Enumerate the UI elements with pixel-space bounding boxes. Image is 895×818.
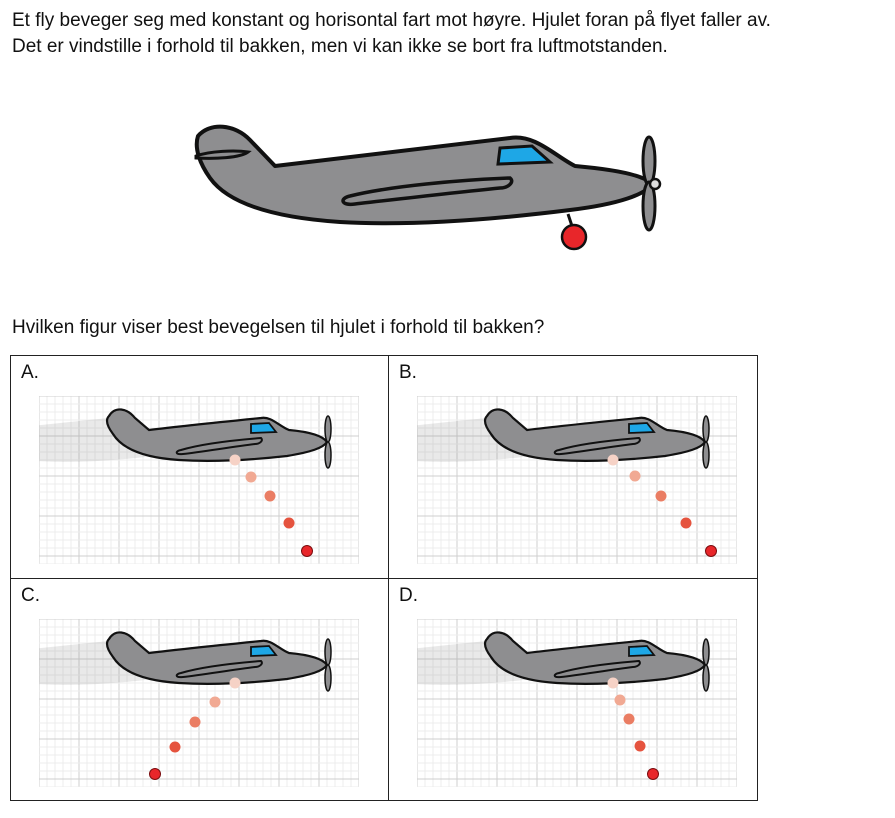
propeller-lower-blade bbox=[324, 441, 332, 469]
plane bbox=[105, 631, 332, 692]
wheel-position-dot bbox=[629, 470, 641, 482]
option-b-cell[interactable]: B. bbox=[389, 356, 766, 578]
front-wheel bbox=[560, 223, 588, 251]
option-c-label: C. bbox=[21, 585, 40, 606]
plane-fuselage bbox=[105, 408, 329, 462]
option-d-cell[interactable]: D. bbox=[389, 579, 766, 801]
plane-window bbox=[628, 645, 656, 657]
wheel-position-dot bbox=[647, 768, 659, 780]
wheel-position-dot bbox=[655, 490, 667, 502]
option-a-label: A. bbox=[21, 362, 39, 383]
plane-wing bbox=[175, 436, 263, 456]
answer-options-table: A. B. C. D. bbox=[10, 355, 758, 801]
plane-wing bbox=[553, 436, 641, 456]
wheel-position-dot bbox=[680, 517, 692, 529]
option-d-figure bbox=[417, 619, 737, 787]
propeller-upper-blade bbox=[641, 135, 657, 187]
plane-window bbox=[250, 645, 278, 657]
wheel-position-dot bbox=[634, 740, 646, 752]
plane-window bbox=[250, 422, 278, 434]
plane-window bbox=[628, 422, 656, 434]
option-c-cell[interactable]: C. bbox=[11, 579, 388, 801]
plane-fuselage bbox=[483, 631, 707, 685]
wheel-position-dot bbox=[229, 454, 241, 466]
wheel-position-dot bbox=[245, 471, 257, 483]
plane-fuselage bbox=[105, 631, 329, 685]
propeller-lower-blade bbox=[702, 441, 710, 469]
plane-wing bbox=[553, 659, 641, 679]
plane bbox=[483, 408, 710, 469]
option-a-figure bbox=[39, 396, 359, 564]
option-b-figure bbox=[417, 396, 737, 564]
propeller-upper-blade bbox=[324, 638, 332, 666]
option-c-figure bbox=[39, 619, 359, 787]
propeller-lower-blade bbox=[641, 180, 657, 232]
wheel-position-dot bbox=[209, 696, 221, 708]
propeller-lower-blade bbox=[324, 664, 332, 692]
wheel-strut bbox=[566, 213, 574, 227]
plane-window bbox=[496, 144, 554, 166]
plane bbox=[105, 408, 332, 469]
intro-line-1: Et fly beveger seg med konstant og horis… bbox=[12, 10, 771, 31]
propeller-upper-blade bbox=[702, 638, 710, 666]
question-text: Hvilken figur viser best bevegelsen til … bbox=[12, 317, 545, 338]
wheel-position-dot bbox=[229, 677, 241, 689]
wheel-position-dot bbox=[705, 545, 717, 557]
table-divider-horizontal bbox=[11, 578, 757, 579]
wheel-position-dot bbox=[264, 490, 276, 502]
airplane-illustration bbox=[194, 124, 662, 251]
propeller-upper-blade bbox=[702, 415, 710, 443]
plane-wing bbox=[175, 659, 263, 679]
option-b-label: B. bbox=[399, 362, 417, 383]
plane-wing bbox=[341, 176, 514, 207]
option-a-cell[interactable]: A. bbox=[11, 356, 388, 578]
wheel-position-dot bbox=[301, 545, 313, 557]
wheel-position-dot bbox=[614, 694, 626, 706]
plane-fuselage bbox=[194, 124, 654, 226]
plane-tail-wing bbox=[194, 149, 252, 160]
wheel-position-dot bbox=[169, 741, 181, 753]
wheel-position-dot bbox=[607, 677, 619, 689]
plane bbox=[483, 631, 710, 692]
propeller-lower-blade bbox=[702, 664, 710, 692]
intro-text: Et fly beveger seg med konstant og horis… bbox=[12, 8, 771, 60]
wheel-position-dot bbox=[623, 713, 635, 725]
intro-line-2: Det er vindstille i forhold til bakken, … bbox=[12, 36, 668, 57]
wheel-position-dot bbox=[189, 716, 201, 728]
plane-fuselage bbox=[483, 408, 707, 462]
option-d-label: D. bbox=[399, 585, 418, 606]
wheel-position-dot bbox=[149, 768, 161, 780]
wheel-position-dot bbox=[283, 517, 295, 529]
wheel-position-dot bbox=[607, 454, 619, 466]
propeller-upper-blade bbox=[324, 415, 332, 443]
propeller-hub bbox=[648, 177, 662, 191]
